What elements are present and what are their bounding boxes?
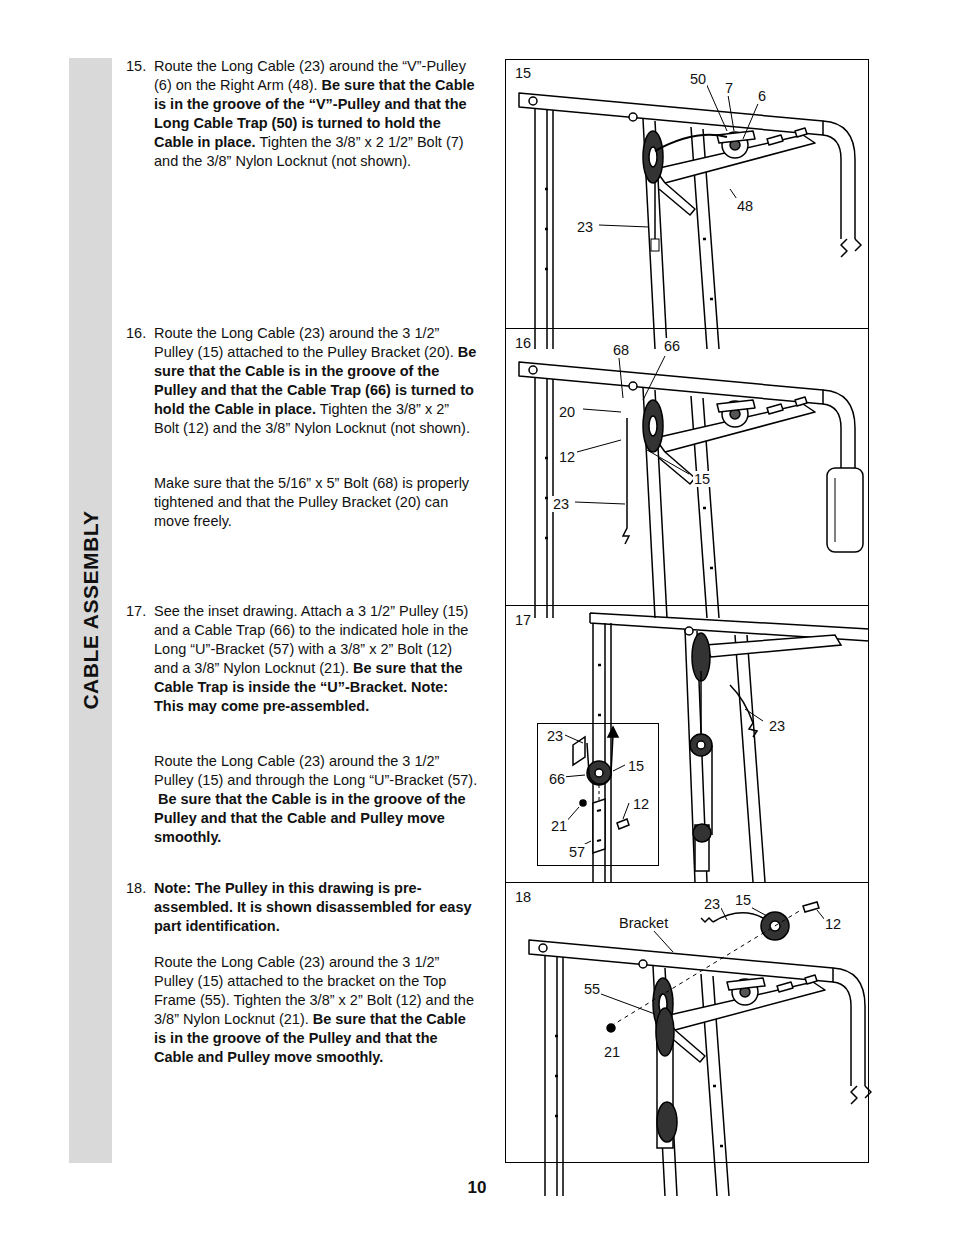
instruction-text: Route the Long Cable (23) around the 3 1… [154, 753, 477, 788]
callout-number: 23 [552, 496, 570, 512]
callout-number: 23 [703, 896, 721, 912]
callout-number: 23 [768, 718, 786, 734]
section-title: CABLE ASSEMBLY [79, 510, 103, 709]
callout-number: 55 [583, 981, 601, 997]
instruction-text: Be sure that the Cable is in the groove … [154, 791, 466, 845]
page-number-block: 10 [468, 1179, 487, 1198]
step-number: 16. [126, 325, 146, 341]
callout-number: 21 [550, 818, 568, 834]
figure-panel: 18 23 15Bracket 12 55 21 [505, 882, 869, 1163]
callout-number: 15 [627, 758, 645, 774]
callout-number: 57 [568, 844, 586, 860]
step-number-block: 16. [126, 324, 146, 343]
instruction-text-block: Make sure that the 5/16” x 5” Bolt (68) … [154, 474, 478, 531]
callout-number: 12 [824, 916, 842, 932]
instruction-text-block: Route the Long Cable (23) around the 3 1… [154, 953, 478, 1066]
callout-number: 20 [558, 404, 576, 420]
callout-number: 23 [546, 728, 564, 744]
callout-number: 66 [663, 338, 681, 354]
callout-number: 12 [632, 796, 650, 812]
instruction-text: Route the Long Cable (23) around the 3 1… [154, 325, 454, 360]
callout-number: 12 [558, 449, 576, 465]
figure-panel: 15 50 7 6 48 23 [505, 59, 869, 329]
step-number: 18. [126, 880, 146, 896]
step-number: 16 [514, 335, 532, 351]
callout-number: 23 [576, 219, 594, 235]
step-number: 15. [126, 58, 146, 74]
step-number: 17. [126, 603, 146, 619]
instruction-text-block: Note: The Pulley in this drawing is pre-… [154, 879, 478, 936]
callout-number: 15 [693, 471, 711, 487]
step-number: 15 [514, 65, 532, 81]
instruction-text-block: Route the Long Cable (23) around the 3 1… [154, 752, 478, 847]
instruction-text-block: Route the Long Cable (23) around the 3 1… [154, 324, 478, 437]
step-number: 17 [514, 612, 532, 628]
callout-number: 15 [734, 892, 752, 908]
instruction-text-block: Route the Long Cable (23) around the “V”… [154, 57, 478, 170]
step-number-block: 18. [126, 879, 146, 898]
instruction-text: Note: The Pulley in this drawing is pre-… [154, 880, 472, 934]
callout-number: 48 [736, 198, 754, 214]
instruction-text-block: See the inset drawing. Attach a 3 1/2” P… [154, 602, 478, 715]
callout-number: 50 [689, 71, 707, 87]
inset-box: 23 66 15 12 2157 [537, 723, 659, 866]
section-band: CABLE ASSEMBLY [69, 58, 112, 1163]
step-number: 18 [514, 889, 532, 905]
callout-number: 68 [612, 342, 630, 358]
page-number: 10 [468, 1178, 487, 1197]
step-number-block: 15. [126, 57, 146, 76]
figure-panel: 16 68 66 20 12 15 23 [505, 328, 869, 606]
figure-panel: 17 23 23 66 15 12 2157 [505, 605, 869, 883]
callout-number: Bracket [618, 915, 669, 931]
callout-number: 6 [757, 88, 767, 104]
step-number-block: 17. [126, 602, 146, 621]
instruction-text: Make sure that the 5/16” x 5” Bolt (68) … [154, 475, 469, 529]
callout-number: 21 [603, 1044, 621, 1060]
callout-number: 7 [724, 80, 734, 96]
callout-number: 66 [548, 771, 566, 787]
